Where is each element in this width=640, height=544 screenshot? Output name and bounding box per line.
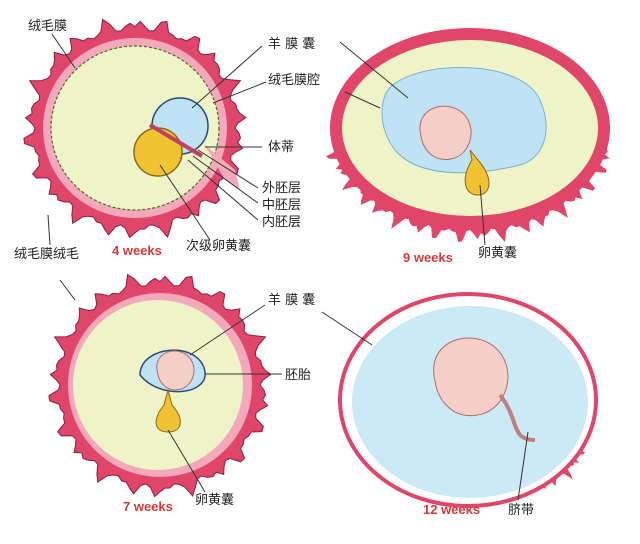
yolk-sac-7w [155,388,181,433]
label-body-stalk: 体蒂 [268,140,295,155]
leader-lines [47,33,529,501]
leader-chorionic-cavity [212,81,267,104]
label-amniotic-sac-7w: 羊 膜 囊 [268,293,316,308]
stage-label-4-weeks: 4 weeks [112,243,162,258]
leader-amniotic-sac [191,45,263,109]
panel-4-weeks-illustration [23,18,247,239]
leader-endoderm [187,159,259,221]
stage-label-7-weeks: 7 weeks [123,499,173,514]
leader-9w-amnion [339,41,409,99]
secondary-yolk-sac [133,127,183,177]
panel-9-weeks-illustration [326,28,610,243]
label-ectoderm: 外胚层 [262,181,302,196]
label-yolk-sac-9w: 卵黄囊 [478,246,518,261]
label-chorionic-villi: 绒毛膜绒毛 [14,247,80,262]
body-stalk [205,145,240,190]
leader-7w-villi [59,279,76,301]
label-chorionic-cavity: 绒毛膜腔 [268,73,321,88]
stage-label-12-weeks: 12 weeks [423,502,481,517]
yolk-sac-9w [464,149,490,196]
leader-cord [517,431,529,501]
fetus-12w [433,337,509,417]
label-embryo: 胚胎 [285,368,312,383]
umbilical-cord-12w [498,393,536,442]
leader-secondary-yolk [159,164,211,241]
leader-7w-amnion [189,304,266,356]
embryonic-disc [148,123,204,158]
leader-12w-amnion [321,311,373,346]
panel-12-weeks-illustration [338,292,598,508]
leader-7w-yolk [167,429,206,493]
panel-7-weeks-illustration [48,273,272,498]
leader-mesoderm [192,155,259,204]
leader-villi [47,214,51,246]
label-endoderm: 内胚层 [262,215,302,230]
label-amniotic-sac: 羊 膜 囊 [268,37,316,52]
embryo-9w [419,105,472,160]
label-yolk-sac-7w: 卵黄囊 [195,493,235,508]
leader-9w-cavity [344,91,381,109]
label-mesoderm: 中胚层 [262,198,302,213]
stage-label-9-weeks: 9 weeks [403,250,453,265]
chorionic-cavity [50,45,220,211]
label-secondary-yolk-sac: 次级卵黄囊 [186,239,252,254]
leader-chorion [51,33,76,69]
label-umbilical-cord: 脐带 [508,503,535,518]
leader-9w-yolk [479,184,486,246]
embryo-7w [156,350,195,391]
leader-ectoderm [197,149,259,189]
label-chorion: 绒毛膜 [28,19,68,34]
